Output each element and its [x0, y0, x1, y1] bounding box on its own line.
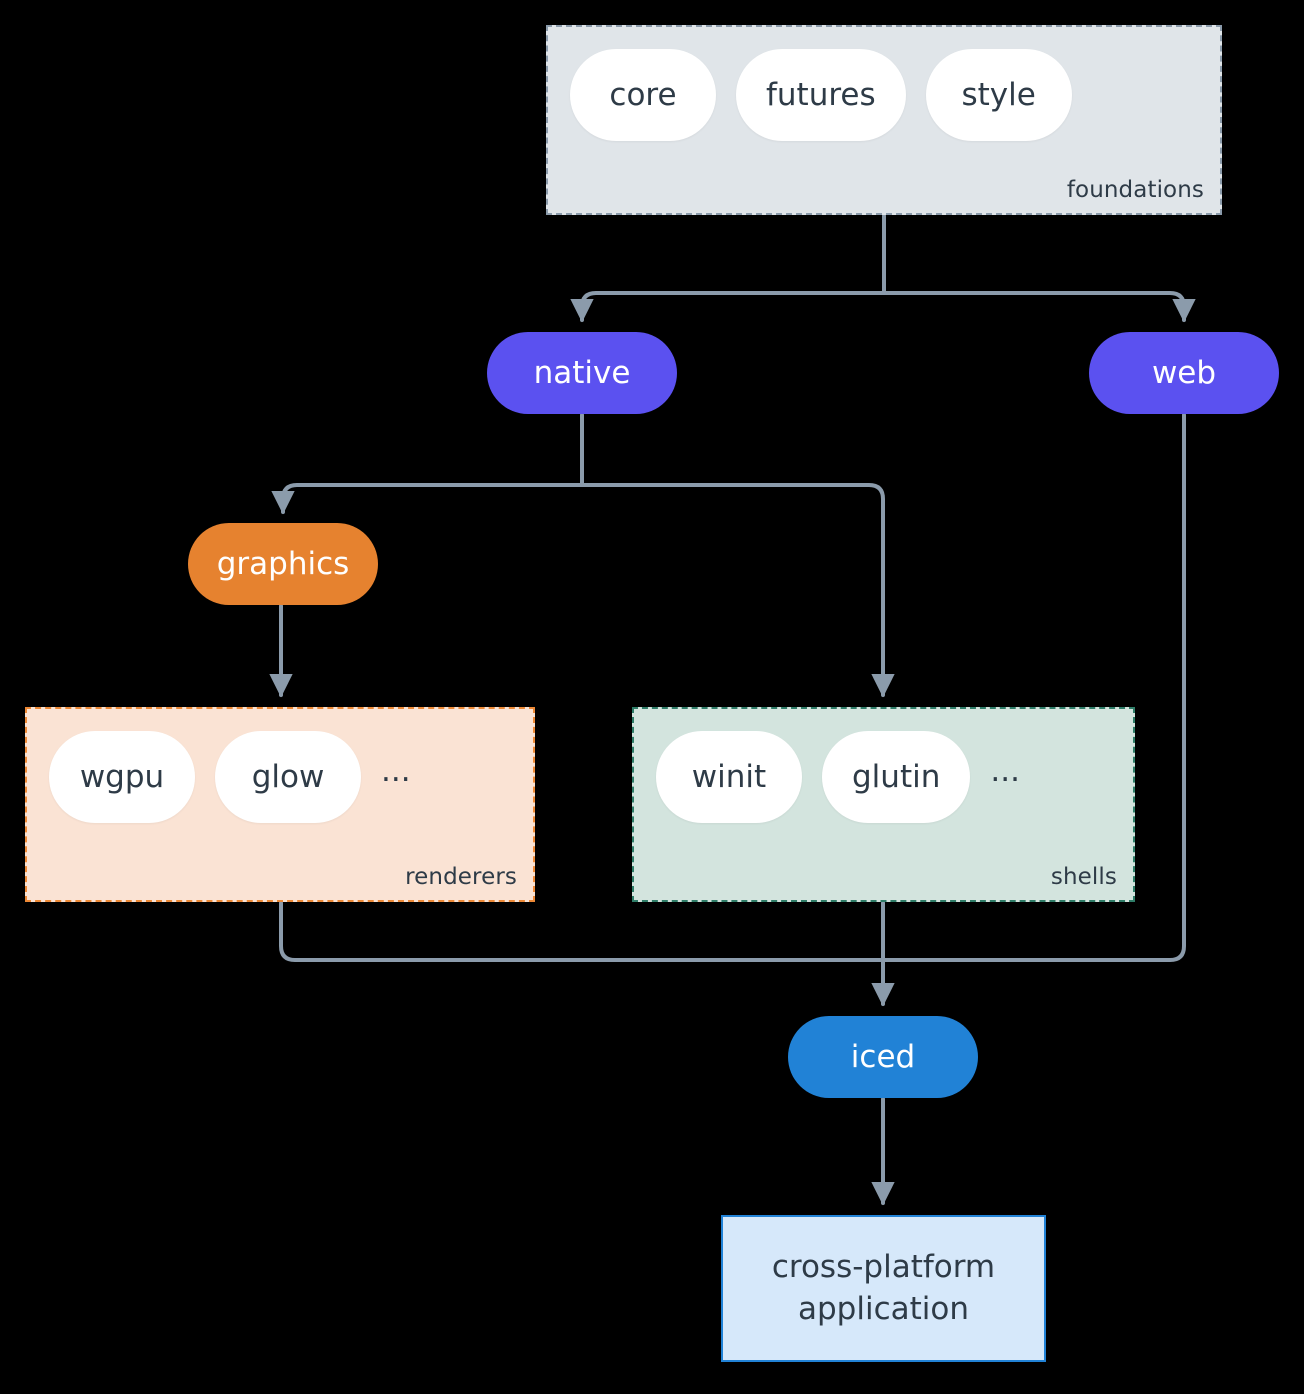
leaf-renderers-more: ... — [381, 752, 411, 789]
edge-foundations-to-native — [570, 291, 886, 323]
node-graphics[interactable]: graphics — [188, 523, 378, 605]
cluster-shells: winit glutin ... shells — [632, 707, 1135, 902]
edge-native-to-graphics — [271, 483, 584, 515]
leaf-style[interactable]: style — [925, 49, 1072, 141]
cluster-foundations-items: core futures style — [570, 49, 1072, 141]
cluster-renderers-label: renderers — [405, 864, 517, 890]
leaf-core[interactable]: core — [570, 49, 716, 141]
cluster-shells-label: shells — [1050, 864, 1117, 890]
leaf-glutin[interactable]: glutin — [822, 731, 971, 823]
leaf-shells-more: ... — [990, 752, 1020, 789]
leaf-winit[interactable]: winit — [656, 731, 802, 823]
leaf-wgpu[interactable]: wgpu — [49, 731, 195, 823]
cluster-foundations: core futures style foundations — [546, 25, 1222, 215]
edge-foundations-to-web — [882, 291, 1196, 323]
node-iced[interactable]: iced — [788, 1016, 978, 1098]
edge-renderers-to-iced — [279, 901, 885, 962]
node-web[interactable]: web — [1089, 332, 1279, 414]
cluster-renderers-items: wgpu glow ... — [49, 731, 411, 823]
application-label-line2: application — [798, 1290, 969, 1327]
cluster-shells-items: winit glutin ... — [656, 731, 1020, 823]
leaf-glow[interactable]: glow — [215, 731, 361, 823]
edge-native-to-shells — [580, 483, 895, 698]
cluster-renderers: wgpu glow ... renderers — [25, 707, 535, 902]
leaf-futures[interactable]: futures — [736, 49, 906, 141]
cluster-foundations-label: foundations — [1066, 177, 1204, 203]
application-label-line1: cross-platform — [771, 1248, 996, 1285]
node-cross-platform-application[interactable]: cross-platform application — [721, 1215, 1046, 1362]
node-native[interactable]: native — [487, 332, 677, 414]
